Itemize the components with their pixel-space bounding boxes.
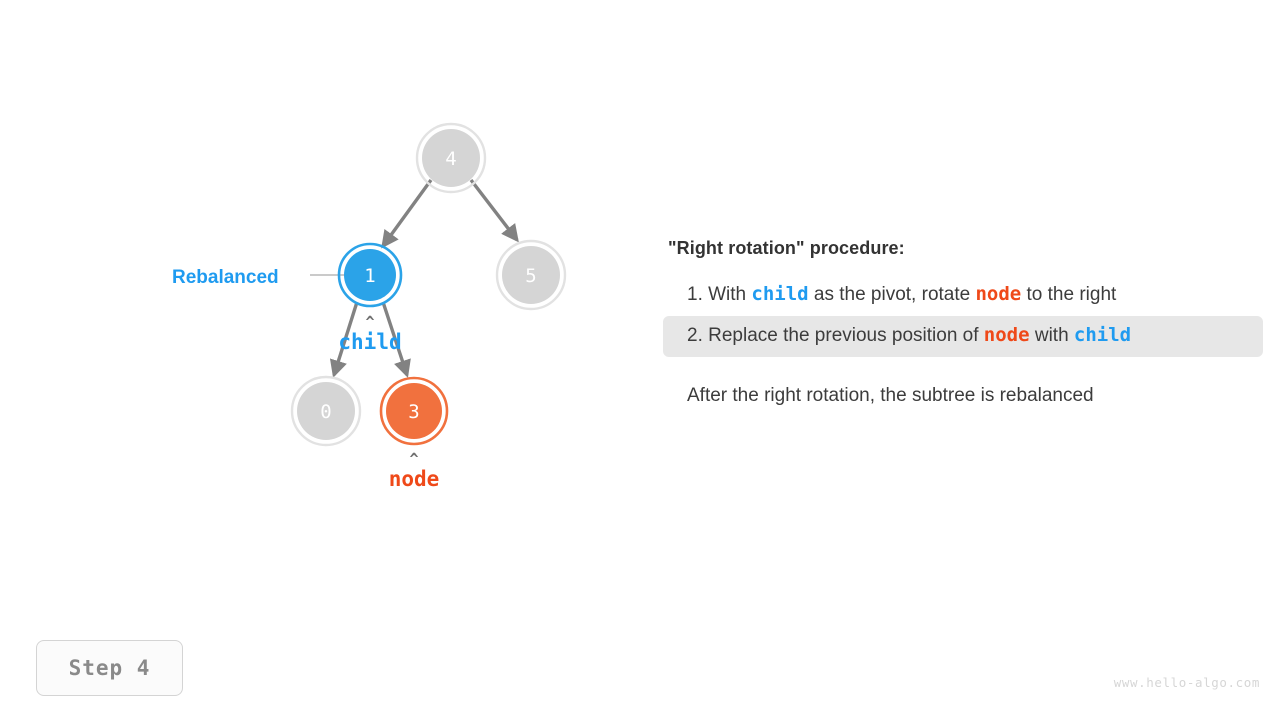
annotation-node-label: node [389, 467, 440, 491]
edge-4-to-1 [381, 179, 433, 249]
tree-node-1-rebalanced[interactable]: 1 [337, 242, 403, 308]
tree-node-0-circle [297, 382, 355, 440]
procedure-step-list: 1. With child as the pivot, rotate node … [663, 275, 1263, 357]
step-badge-label: Step 4 [68, 656, 151, 680]
tree-node-0[interactable]: 0 [290, 375, 362, 447]
annotation-child-label: child [338, 330, 401, 354]
tree-edges [329, 178, 519, 378]
tree-node-0-value: 0 [320, 401, 331, 423]
panel-title: "Right rotation" procedure: [668, 238, 905, 258]
step-badge[interactable]: Step 4 [36, 640, 183, 696]
tree-node-1-outer-ring [337, 242, 403, 308]
procedure-panel: "Right rotation" procedure: 1. With chil… [663, 238, 1263, 407]
annotation-child-caret: ^ [365, 313, 374, 331]
keyword-child: child [1073, 323, 1132, 346]
keyword-child: child [751, 283, 809, 305]
keyword-node: node [975, 283, 1022, 305]
tree-node-0-outer-ring [290, 375, 362, 447]
procedure-step-1[interactable]: 1. With child as the pivot, rotate node … [663, 275, 1263, 316]
annotation-rebalanced-label: Rebalanced [172, 267, 279, 288]
edge-1-to-3 [381, 301, 411, 378]
tree-node-5-outer-ring [495, 239, 567, 311]
tree-node-5-circle [502, 246, 560, 304]
tree-node-1-circle [344, 249, 396, 301]
keyword-node: node [983, 323, 1030, 346]
procedure-step-number: 2. [687, 324, 709, 346]
tree-node-3-node[interactable]: 3 [379, 376, 449, 446]
procedure-step-text: with [1029, 324, 1074, 346]
procedure-step-text: as the pivot, rotate [808, 284, 976, 305]
tree-node-3-circle [386, 383, 442, 439]
tree-node-4-outer-ring [415, 122, 487, 194]
binary-tree-diagram: 4 5 0 1 3 Rebalanced ^ chil [172, 122, 567, 491]
edge-1-to-0 [329, 301, 359, 378]
procedure-step-text: Replace the previous position of [708, 324, 984, 346]
panel-footer-note: After the right rotation, the subtree is… [687, 384, 1094, 406]
procedure-step-text: to the right [1021, 284, 1117, 305]
watermark: www.hello-algo.com [1113, 675, 1260, 690]
procedure-step-text: With [708, 284, 752, 305]
tree-node-3-value: 3 [408, 401, 419, 423]
procedure-step-2[interactable]: 2. Replace the previous position of node… [663, 315, 1263, 357]
tree-node-5[interactable]: 5 [495, 239, 567, 311]
tree-node-4-value: 4 [445, 148, 456, 170]
tree-node-1-value: 1 [364, 265, 375, 287]
procedure-step-number: 1. [687, 284, 709, 305]
tree-node-3-outer-ring [379, 376, 449, 446]
tree-node-4-circle [422, 129, 480, 187]
annotation-node-caret: ^ [409, 450, 418, 468]
edge-4-to-5 [469, 178, 519, 243]
tree-node-4[interactable]: 4 [415, 122, 487, 194]
tree-node-5-value: 5 [525, 265, 536, 287]
